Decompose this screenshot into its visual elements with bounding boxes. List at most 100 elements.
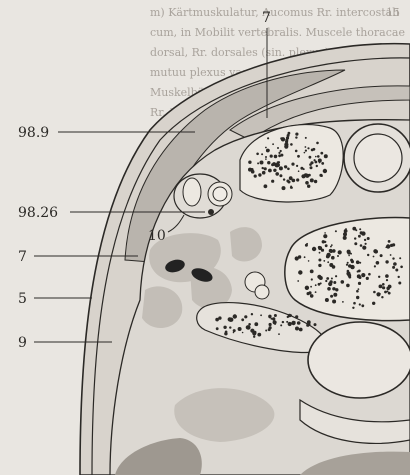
cross-section-drawing (80, 44, 410, 475)
speckle (272, 317, 275, 320)
speckle (353, 302, 356, 305)
speckle (241, 318, 244, 321)
speckle (359, 262, 361, 264)
speckle (286, 180, 289, 183)
speckle (335, 230, 337, 232)
speckle (233, 332, 235, 334)
speckle (305, 181, 309, 185)
speckle (310, 294, 314, 298)
speckle (348, 255, 350, 257)
label-10: 10 (148, 228, 166, 244)
speckle (225, 331, 228, 334)
speckle (346, 264, 348, 266)
speckle (307, 147, 309, 149)
speckle (289, 176, 293, 180)
speckle (324, 154, 328, 158)
speckle (376, 261, 380, 265)
speckle (274, 155, 278, 159)
speckle (271, 163, 274, 166)
speckle (278, 154, 281, 157)
speckle (299, 328, 303, 332)
speckle (305, 286, 309, 290)
speckle (318, 259, 321, 262)
speckle (337, 255, 339, 257)
speckle (308, 260, 310, 262)
speckle (290, 143, 293, 146)
speckle (261, 153, 263, 155)
speckle (359, 228, 361, 230)
speckle (305, 137, 307, 139)
speckle (385, 260, 388, 263)
speckle (304, 256, 306, 258)
speckle (368, 273, 371, 276)
speckle (248, 323, 251, 326)
speckle (327, 287, 331, 291)
speckle (390, 254, 392, 256)
speckle (358, 235, 361, 238)
speckle (359, 277, 361, 279)
speckle (361, 231, 365, 235)
speckle (384, 291, 387, 294)
speckle (251, 313, 253, 315)
speckle (262, 167, 264, 169)
speckle (312, 247, 316, 251)
speckle (295, 315, 298, 318)
speckle (295, 150, 298, 153)
speckle (291, 163, 294, 166)
speckle (233, 314, 237, 318)
label-9: 9 (18, 335, 27, 351)
speckle (257, 162, 259, 164)
speckle (379, 285, 383, 289)
speckle (291, 321, 295, 325)
trachea-inner (354, 134, 402, 182)
speckle (362, 246, 366, 250)
speckle (348, 264, 352, 268)
speckle (310, 166, 313, 169)
speckle (265, 156, 267, 158)
speckle (318, 246, 322, 250)
speckle (282, 186, 286, 190)
speckle (254, 331, 257, 334)
speckle (265, 147, 267, 149)
speckle (343, 236, 347, 240)
speckle (310, 178, 314, 182)
speckle (326, 255, 330, 259)
speckle (233, 329, 236, 332)
label-98-9: 98.9 (18, 125, 49, 141)
speckle (326, 277, 329, 280)
speckle (347, 251, 351, 255)
speckle (265, 158, 267, 160)
speckle (388, 240, 390, 242)
speckle (269, 323, 272, 326)
speckle (324, 232, 326, 234)
speckle (386, 244, 390, 248)
speckle (347, 270, 350, 273)
speckle (315, 284, 317, 286)
speckle (305, 244, 308, 247)
speckle (288, 132, 291, 135)
speckle (338, 250, 342, 254)
speckle (267, 161, 270, 164)
speckle (256, 153, 259, 156)
speckle (251, 170, 255, 174)
speckle (242, 332, 244, 334)
speckle (364, 239, 366, 241)
speckle (329, 280, 332, 283)
speckle (272, 143, 274, 145)
speckle (315, 156, 317, 158)
speckle (379, 293, 381, 295)
speckle (310, 270, 314, 274)
speckle (273, 169, 276, 172)
speckle (319, 276, 323, 280)
speckle (342, 301, 344, 303)
speckle (298, 170, 300, 172)
speckle (280, 150, 282, 152)
speckle (358, 282, 361, 285)
speckle (280, 324, 282, 326)
speckle (297, 280, 299, 282)
speckle (393, 262, 397, 266)
speckle (274, 314, 277, 317)
speckle (216, 327, 219, 330)
speckle (273, 320, 277, 324)
speckle (356, 296, 359, 299)
